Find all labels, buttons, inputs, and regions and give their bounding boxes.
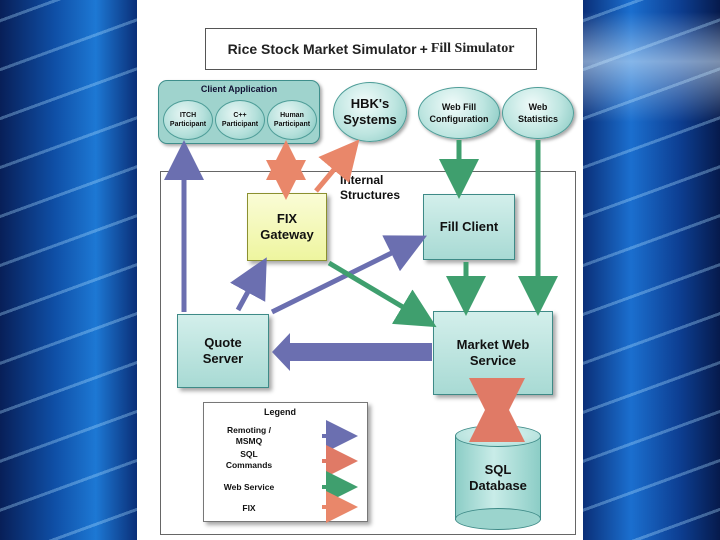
cpp-participant-node: C++ Participant xyxy=(215,100,265,140)
cpp-participant-line-1: C++ xyxy=(233,112,247,119)
web-statistics-line-2: Statistics xyxy=(517,114,559,124)
sql-database-body xyxy=(455,436,541,520)
client-application-label: Client Application xyxy=(200,84,278,94)
diagram-title: Rice Stock Market Simulator + Fill Simul… xyxy=(205,28,537,70)
fix-gateway-line-2: Gateway xyxy=(260,227,314,242)
sql-database-label: SQL Database xyxy=(455,462,541,494)
legend-title: Legend xyxy=(264,407,297,417)
fill-client-label: Fill Client xyxy=(439,219,499,234)
human-participant-line-1: Human xyxy=(280,112,304,119)
internal-structures-line-2: Structures xyxy=(340,188,401,202)
cpp-participant-line-2: Participant xyxy=(221,121,259,128)
legend-label-sql: SQL Commands xyxy=(208,449,290,471)
internal-structures-frame xyxy=(160,171,576,535)
sql-database-line-1: SQL xyxy=(484,462,512,477)
legend-label-web-service: Web Service xyxy=(223,482,275,492)
legend-label-remoting-line-2: MSMQ xyxy=(235,436,263,446)
legend-label-sql-line-1: SQL xyxy=(240,449,258,459)
hbk-systems-line-2: Systems xyxy=(343,112,397,127)
hbk-systems-line-1: HBK's xyxy=(350,96,390,111)
quote-server-line-1: Quote xyxy=(204,335,242,350)
background-left-panel xyxy=(0,0,137,540)
title-part-2: Fill Simulator xyxy=(430,41,515,56)
internal-structures-line-1: Internal xyxy=(340,173,384,187)
fix-gateway-line-1: FIX xyxy=(276,211,298,226)
title-plus: + xyxy=(419,41,428,57)
itch-participant-line-1: ITCH xyxy=(179,112,197,119)
legend-label-sql-line-2: Commands xyxy=(225,460,273,470)
fill-client-box: Fill Client xyxy=(423,194,515,260)
sql-database-line-2: Database xyxy=(469,478,527,493)
web-fill-configuration-line-1: Web Fill xyxy=(441,102,477,112)
sql-database-top xyxy=(455,425,541,447)
legend-box: Legend Remoting / MSMQ SQL Commands Web … xyxy=(203,402,368,522)
title-part-1: Rice Stock Market Simulator xyxy=(227,41,417,57)
internal-structures-label: Internal Structures xyxy=(340,173,420,203)
legend-label-remoting-line-1: Remoting / xyxy=(227,425,271,435)
sql-database-bottom xyxy=(455,508,541,530)
market-web-service-line-1: Market Web xyxy=(456,337,530,352)
web-statistics-line-1: Web xyxy=(528,102,548,112)
web-fill-configuration-line-2: Configuration xyxy=(429,114,489,124)
market-web-service-line-2: Service xyxy=(469,353,517,368)
background-right-panel xyxy=(583,0,720,540)
legend-label-remoting: Remoting / MSMQ xyxy=(208,425,290,447)
human-participant-line-2: Participant xyxy=(273,121,311,128)
legend-label-fix: FIX xyxy=(242,503,256,513)
quote-server-line-2: Server xyxy=(202,351,244,366)
client-application-group: Client Application ITCH Participant C++ Pa… xyxy=(158,80,320,144)
itch-participant-line-2: Participant xyxy=(169,121,207,128)
itch-participant-node: ITCH Participant xyxy=(163,100,213,140)
